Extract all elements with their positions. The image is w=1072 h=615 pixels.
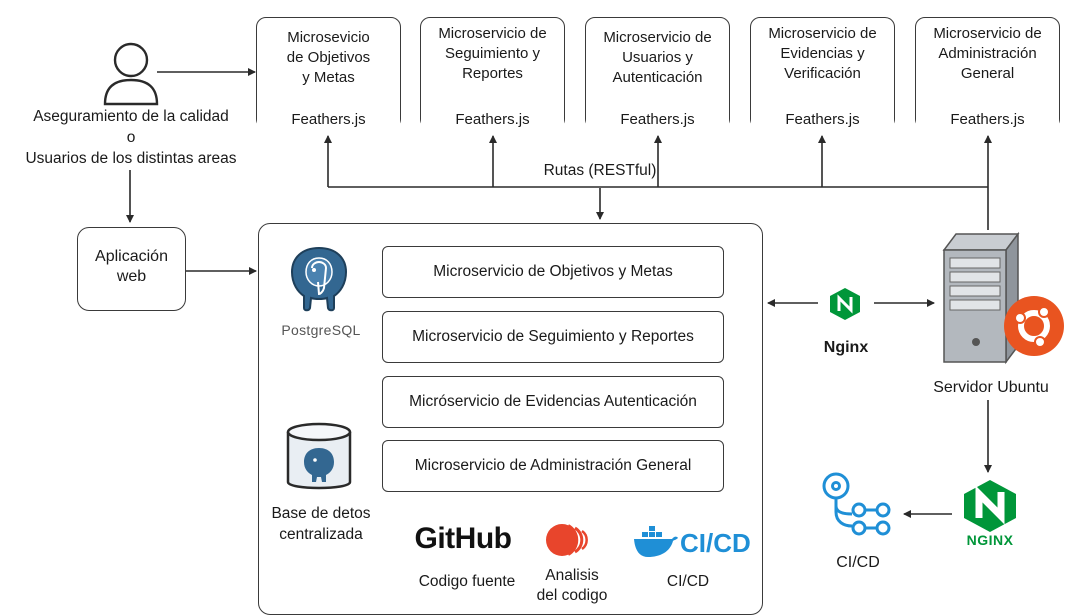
cicd-logo-text: CI/CD <box>680 528 751 558</box>
inner-microservice-evidencias: Micróservicio de Evidencias Autenticació… <box>382 376 724 428</box>
framework-label: Feathers.js <box>586 110 729 130</box>
database-label-line1: Base de detos <box>271 505 371 522</box>
microservice-name-line: General <box>960 65 1015 82</box>
microservice-name-line: Microservicio de <box>768 25 877 42</box>
code-analysis-label-line2: del codigo <box>536 587 608 604</box>
user-icon <box>103 42 159 106</box>
server-label: Servidor Ubuntu <box>933 379 1049 396</box>
microservice-name-line: Administración <box>938 45 1037 62</box>
inner-microservice-administracion: Microservicio de Administración General <box>382 440 724 492</box>
framework-label: Feathers.js <box>257 110 400 130</box>
ubuntu-server-icon <box>942 231 1064 365</box>
microservice-name-line: Seguimiento y <box>444 45 541 62</box>
user-label-line1: Aseguramiento de la calidad <box>33 108 229 125</box>
microservice-usuarios-card: Microservicio de Usuarios y Autenticació… <box>585 17 730 130</box>
microservice-name-line: Usuarios y <box>622 49 693 66</box>
nginx-logo-text: NGINX <box>966 532 1014 548</box>
microservice-name-line: Microsevicio <box>287 29 370 46</box>
microservice-name-line: de Objetivos <box>286 49 371 66</box>
microservice-objetivos-card: Microsevicio de Objetivos y Metas Feathe… <box>256 17 401 130</box>
framework-label: Feathers.js <box>916 110 1059 130</box>
nginx-logo-icon <box>964 480 1016 532</box>
webapp-label-line2: web <box>116 268 147 285</box>
code-analysis-icon <box>546 524 588 556</box>
microservice-name-line: Microservicio de <box>603 29 712 46</box>
microservice-evidencias-card: Microservicio de Evidencias y Verificaci… <box>750 17 895 130</box>
inner-microservice-seguimiento: Microservicio de Seguimiento y Reportes <box>382 311 724 363</box>
postgresql-elephant-icon <box>290 246 348 312</box>
postgresql-label: PostgreSQL <box>281 322 361 338</box>
webapp-label-line1: Aplicación <box>95 248 168 265</box>
docker-whale-icon <box>634 526 678 557</box>
user-label: Aseguramiento de la calidad o Usuarios d… <box>0 106 262 169</box>
code-analysis-label-line1: Analisis <box>545 567 599 584</box>
microservice-name-line: Reportes <box>462 65 523 82</box>
microservice-name-line: Verificación <box>784 65 861 82</box>
cicd-right-label: CI/CD <box>836 554 880 571</box>
database-label-line2: centralizada <box>279 526 363 543</box>
user-label-line2: o <box>126 129 136 146</box>
inner-microservice-objetivos: Microservicio de Objetivos y Metas <box>382 246 724 298</box>
routes-label: Rutas (RESTful) <box>543 162 657 179</box>
cicd-label: CI/CD <box>666 573 710 590</box>
code-analysis-label: Analisis del codigo <box>522 566 622 606</box>
github-label: Codigo fuente <box>418 573 516 590</box>
microservice-name-line: Microservicio de <box>438 25 547 42</box>
microservice-name-line: Autenticación <box>612 69 703 86</box>
microservice-seguimiento-card: Microservicio de Seguimiento y Reportes … <box>420 17 565 130</box>
microservice-name-line: y Metas <box>302 69 355 86</box>
database-icon <box>286 422 352 490</box>
database-label: Base de detos centralizada <box>260 503 382 545</box>
github-logo: GitHub <box>414 522 512 555</box>
framework-label: Feathers.js <box>751 110 894 130</box>
nginx-icon <box>830 288 860 320</box>
cicd-pipeline-icon <box>822 472 891 536</box>
framework-label: Feathers.js <box>421 110 564 130</box>
microservice-name-line: Evidencias y <box>780 45 865 62</box>
microservice-administracion-card: Microservicio de Administración General … <box>915 17 1060 130</box>
microservice-name-line: Microservicio de <box>933 25 1042 42</box>
user-label-line3: Usuarios de los distintas areas <box>25 150 237 167</box>
nginx-label: Nginx <box>823 339 869 356</box>
webapp-box: Aplicación web <box>77 227 186 311</box>
